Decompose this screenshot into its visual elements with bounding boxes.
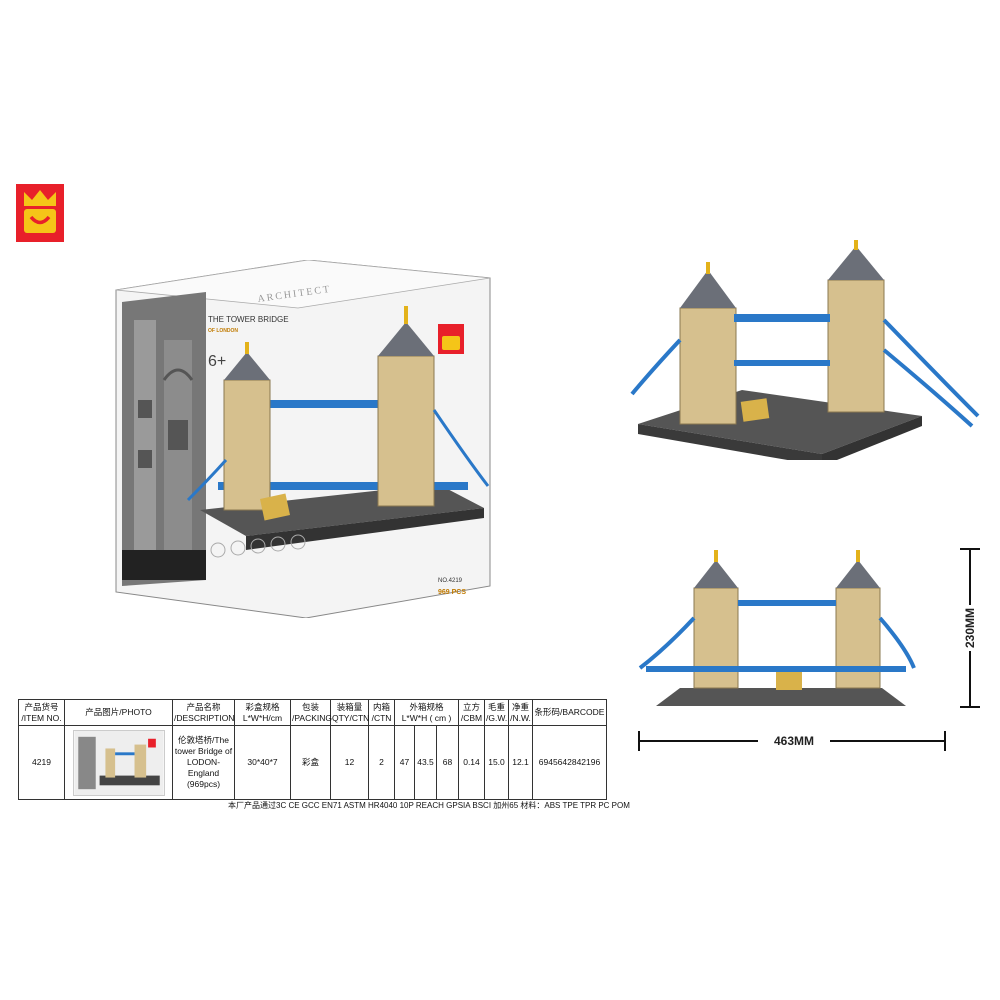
height-dimension-cap-top xyxy=(960,548,980,550)
cell-cbm: 0.14 xyxy=(458,725,485,800)
height-dimension-cap-bottom xyxy=(960,706,980,708)
box-title-text: THE TOWER BRIDGE xyxy=(208,315,289,324)
table-row: 4219 伦敦塔桥/The tower Bridge of xyxy=(18,725,607,800)
brand-logo xyxy=(16,184,64,242)
header-packing: 包装/PACKING xyxy=(290,699,332,726)
cell-qty-ctn: 12 xyxy=(330,725,369,800)
box-age-text: 6+ xyxy=(208,353,226,370)
box-subtitle-text: OF LONDON xyxy=(208,328,238,334)
width-dimension-cap-right xyxy=(944,731,946,751)
cell-outer-l: 47 xyxy=(394,725,415,800)
table-header-row: 产品货号/ITEM NO. 产品图片/PHOTO 产品名称/DESCRIPTIO… xyxy=(18,699,607,726)
box-pcs-text: 969 PCS xyxy=(438,589,466,596)
cell-photo xyxy=(64,725,173,800)
header-nw: 净重/N.W. xyxy=(508,699,533,726)
header-item-no: 产品货号/ITEM NO. xyxy=(18,699,65,726)
header-barcode: 条形码/BARCODE xyxy=(532,699,607,726)
cell-inner-ctn: 2 xyxy=(368,725,395,800)
cell-outer-h: 68 xyxy=(436,725,459,800)
cell-outer-w: 43.5 xyxy=(414,725,437,800)
cell-description: 伦敦塔桥/The tower Bridge of LODON- England … xyxy=(172,725,235,800)
cell-box-size: 30*40*7 xyxy=(234,725,291,800)
spec-table: 产品货号/ITEM NO. 产品图片/PHOTO 产品名称/DESCRIPTIO… xyxy=(18,699,607,800)
model-front-image xyxy=(636,548,916,716)
cell-item-no: 4219 xyxy=(18,725,65,800)
product-thumbnail xyxy=(72,729,165,796)
header-description: 产品名称/DESCRIPTION xyxy=(172,699,235,726)
cell-gw: 15.0 xyxy=(484,725,509,800)
box-itemno-text: NO.4219 xyxy=(438,578,463,584)
header-gw: 毛重/G.W. xyxy=(484,699,509,726)
header-cbm: 立方/CBM xyxy=(458,699,485,726)
width-dimension: 463MM xyxy=(638,730,946,752)
cell-barcode: 6945642842196 xyxy=(532,725,607,800)
header-inner-ctn: 内箱/CTN xyxy=(368,699,395,726)
model-perspective-image xyxy=(622,240,990,460)
product-box-image: ARCHITECT THE TOWER BRIDGE OF LONDON 6+ … xyxy=(108,260,498,618)
height-dimension: 230MM xyxy=(958,548,982,708)
header-photo: 产品图片/PHOTO xyxy=(64,699,173,726)
width-dimension-cap-left xyxy=(638,731,640,751)
cell-nw: 12.1 xyxy=(508,725,533,800)
height-label: 230MM xyxy=(963,604,978,652)
cell-packing: 彩盒 xyxy=(290,725,331,800)
width-label: 463MM xyxy=(758,733,830,749)
certification-footer: 本厂产品通过3C CE GCC EN71 ASTM HR4040 10P REA… xyxy=(228,801,630,810)
